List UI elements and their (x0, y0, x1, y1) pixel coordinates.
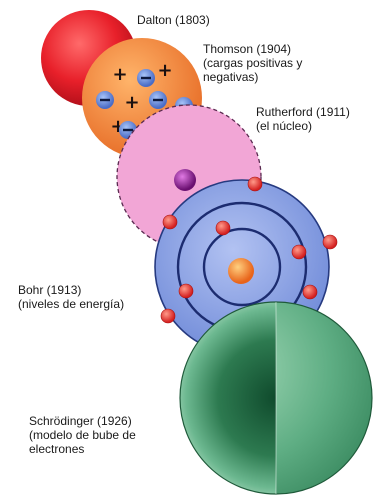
label-thomson-line-2: (cargas positivas y (203, 56, 302, 70)
label-schrodinger: Schrödinger (1926) (modelo de bube de el… (29, 414, 136, 456)
negative-charge-sign (141, 77, 151, 79)
label-rutherford: Rutherford (1911) (el núcleo) (256, 105, 350, 133)
bohr-nucleus (228, 258, 254, 284)
electron-icon (179, 284, 193, 298)
label-rutherford-line-2: (el núcleo) (256, 119, 350, 133)
electron-icon (292, 245, 306, 259)
label-thomson: Thomson (1904) (cargas positivas y negat… (203, 42, 302, 84)
label-thomson-line-3: negativas) (203, 70, 302, 84)
positive-charge-icon: + (112, 64, 127, 85)
label-schrodinger-line-2: (modelo de bube de (29, 428, 136, 442)
electron-icon (323, 235, 337, 249)
label-bohr-line-1: Bohr (1913) (18, 283, 124, 297)
label-dalton-line-1: Dalton (1803) (137, 13, 210, 27)
electron-icon (163, 215, 177, 229)
electron-icon (216, 221, 230, 235)
label-bohr-line-2: (niveles de energía) (18, 297, 124, 311)
negative-charge-sign (100, 99, 110, 101)
label-thomson-line-1: Thomson (1904) (203, 42, 302, 56)
electron-icon (161, 309, 175, 323)
schrodinger-model (180, 302, 372, 494)
electron-icon (248, 177, 262, 191)
positive-charge-icon: + (124, 92, 139, 113)
label-schrodinger-line-1: Schrödinger (1926) (29, 414, 136, 428)
label-dalton: Dalton (1803) (137, 13, 210, 27)
label-schrodinger-line-3: electrones (29, 442, 136, 456)
negative-charge-sign (153, 99, 163, 101)
electron-icon (303, 285, 317, 299)
negative-charge-sign (123, 129, 133, 131)
label-rutherford-line-1: Rutherford (1911) (256, 105, 350, 119)
rutherford-nucleus (174, 169, 196, 191)
positive-charge-icon: + (157, 60, 172, 81)
label-bohr: Bohr (1913) (niveles de energía) (18, 283, 124, 311)
